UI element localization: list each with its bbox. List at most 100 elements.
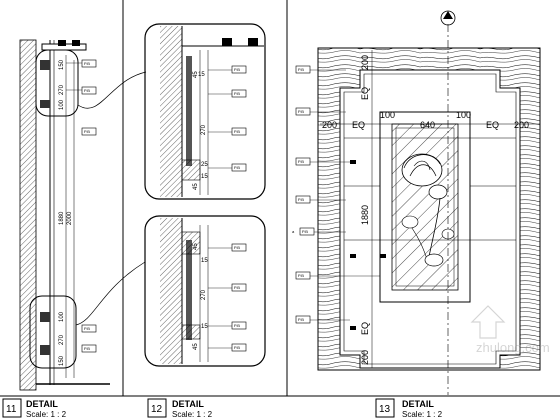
svg-text:P.B: P.B	[298, 197, 304, 202]
section-tag: P.B	[81, 344, 97, 353]
section-tag: P.B	[208, 127, 247, 136]
dim-label: 100	[59, 99, 65, 110]
detail-title: DETAIL	[26, 399, 58, 409]
ceiling-bracket	[248, 38, 258, 46]
svg-text:P.B: P.B	[84, 346, 90, 351]
leader-curve	[75, 261, 146, 326]
dim-label: 150	[59, 59, 65, 70]
svg-text:P.B: P.B	[234, 67, 240, 72]
detail-13-elevation: 200 EQ 100 640 100 EQ 200 200 EQ 1880 EQ…	[292, 10, 541, 395]
ceiling-bracket	[222, 38, 232, 46]
title-block-13: 13 DETAIL Scale: 1 : 2	[375, 398, 443, 419]
section-tag: P.B	[295, 315, 350, 324]
svg-text:P.B: P.B	[234, 129, 240, 134]
section-tag: P.B	[295, 107, 346, 116]
svg-text:P.B: P.B	[84, 326, 90, 331]
dim-label: 200	[514, 120, 529, 130]
section-tag: P.B	[208, 321, 247, 330]
glass-panel	[186, 56, 192, 166]
svg-text:P.B: P.B	[298, 273, 304, 278]
svg-text:P.B: P.B	[84, 129, 90, 134]
section-tag: P.B	[295, 65, 346, 74]
dim-label: 45	[193, 71, 199, 78]
section-tag: P.B	[66, 86, 97, 95]
ceiling-bracket	[72, 40, 80, 46]
section-tag: P.B	[295, 195, 346, 204]
section-tag: P.B	[81, 127, 97, 136]
wall-hatch	[160, 26, 182, 197]
dim-label: 200	[360, 350, 370, 365]
peony-flower	[401, 153, 455, 267]
section-tag: P.B	[295, 157, 350, 166]
dim-label: 270	[59, 84, 65, 95]
detail-number: 11	[6, 404, 17, 415]
section-tag: P.B	[81, 324, 97, 333]
wall-hatch	[160, 218, 182, 364]
dim-label: 15	[201, 174, 208, 180]
dim-label: 45	[193, 243, 199, 250]
base-block	[181, 159, 201, 181]
north-arrow-icon	[440, 10, 456, 26]
clip-block	[350, 326, 356, 330]
section-tag: P.B	[208, 163, 247, 172]
center-art-inner	[395, 127, 455, 287]
svg-text:P.B: P.B	[298, 67, 304, 72]
wall-hatch	[19, 39, 37, 391]
dim-label: 15	[201, 258, 208, 264]
dim-label: 270	[201, 124, 207, 135]
clip-block	[350, 160, 356, 164]
svg-text:P.B: P.B	[234, 165, 240, 170]
detail-scale: Scale: 1 : 2	[172, 410, 213, 419]
svg-text:P.B: P.B	[84, 61, 90, 66]
title-block-12: 12 DETAIL Scale: 1 : 2	[147, 398, 213, 419]
dim-label: 100	[456, 110, 471, 120]
detail-number: 13	[379, 404, 391, 415]
section-tag: P.B	[295, 271, 380, 280]
detail-scale: Scale: 1 : 2	[26, 410, 67, 419]
dim-label: 640	[420, 120, 435, 130]
dim-label: EQ	[360, 322, 370, 335]
dim-label: 270	[201, 289, 207, 300]
svg-text:P.B: P.B	[298, 159, 304, 164]
callout-bottom	[29, 295, 77, 369]
watermark-logo-icon	[470, 305, 506, 339]
clip-block	[40, 312, 50, 322]
dim-label: 100	[59, 311, 65, 322]
dim-label: 200	[360, 55, 370, 70]
detail-12-section: 45 15 270 25 15 45 45 15 270 15 45 P.B P…	[144, 23, 266, 367]
clip-block	[40, 345, 50, 355]
dim-label: 45	[193, 343, 199, 350]
svg-text:P.B: P.B	[298, 317, 304, 322]
dim-label: 15	[201, 324, 208, 330]
svg-text:zhulong.com: zhulong.com	[476, 340, 550, 355]
callout-top	[35, 49, 79, 117]
svg-text:P.B: P.B	[234, 285, 240, 290]
dim-label: 1880	[59, 211, 65, 225]
dim-label: EQ	[486, 120, 499, 130]
detail-title: DETAIL	[172, 399, 204, 409]
section-tag: P.B	[208, 243, 247, 252]
clip-block	[40, 100, 50, 108]
enlarged-view-bottom	[144, 215, 266, 367]
dim-label: 100	[380, 110, 395, 120]
section-tag: P.B	[208, 283, 247, 292]
dim-label: 270	[59, 334, 65, 345]
detail-scale: Scale: 1 : 2	[402, 410, 443, 419]
svg-text:a: a	[292, 229, 295, 234]
detail-11-section: 150 270 100 1880 2000 100 270 150 P.B P.…	[19, 39, 147, 391]
svg-text:P.B: P.B	[84, 88, 90, 93]
dim-label: EQ	[360, 87, 370, 100]
center-art-panel	[391, 123, 459, 291]
dim-label: 25	[201, 162, 208, 168]
clip-block	[350, 254, 356, 258]
svg-text:P.B: P.B	[234, 91, 240, 96]
glass-panel	[186, 240, 192, 340]
svg-text:P.B: P.B	[298, 109, 304, 114]
base-block	[181, 324, 201, 340]
dim-label: 1880	[360, 205, 370, 225]
svg-text:P.B: P.B	[302, 229, 308, 234]
dim-label: EQ	[352, 120, 365, 130]
svg-text:P.B: P.B	[234, 345, 240, 350]
dim-label: 15	[198, 72, 205, 78]
